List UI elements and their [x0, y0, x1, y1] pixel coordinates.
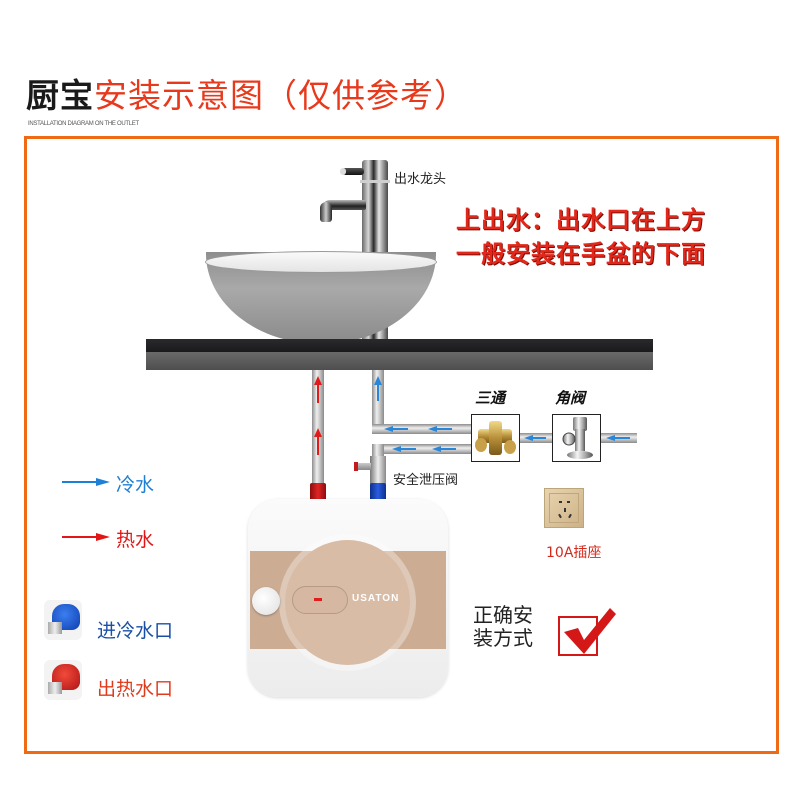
- faucet-ring: [360, 180, 390, 183]
- faucet-spout: [322, 200, 366, 210]
- angle-valve-fitting: [552, 414, 601, 462]
- blue-arrow-head-icon: [96, 478, 110, 486]
- red-outlet-nozzle-icon: [44, 660, 82, 700]
- faucet-handle-tip: [340, 168, 346, 175]
- cold-flow-shaft: [400, 448, 416, 450]
- temperature-knob: [252, 587, 280, 615]
- heater-indicator-light: [314, 598, 322, 601]
- cold-flow-arrow-icon: [428, 426, 437, 432]
- cold-flow-arrow-icon: [374, 376, 382, 385]
- hot-flow-arrow-icon: [314, 428, 322, 437]
- headline-line-1: 上出水：出水口在上方: [456, 206, 706, 234]
- nozzle-fitting: [48, 682, 62, 694]
- hot-water-pipe: [312, 370, 324, 484]
- cold-flow-arrow-icon: [606, 435, 615, 441]
- cold-flow-arrow-icon: [392, 446, 401, 452]
- hot-flow-shaft: [317, 437, 319, 455]
- cold-inlet-connector: [370, 483, 386, 501]
- checkmark-icon: [564, 608, 616, 654]
- legend-label-cold: 冷水: [116, 474, 155, 496]
- cold-inlet-pipe-elbow: [372, 444, 384, 458]
- port-label-cold-inlet: 进冷水口: [97, 620, 174, 642]
- cold-flow-arrow-icon: [524, 435, 533, 441]
- faucet-spout-outlet: [320, 202, 332, 222]
- socket-label: 10A插座: [546, 545, 602, 561]
- faucet-handle: [342, 168, 364, 175]
- correct-install-line-2: 装方式: [473, 626, 533, 650]
- cold-inlet-pipe-lower: [376, 444, 472, 454]
- diagram-frame: [24, 136, 779, 754]
- hot-outlet-connector: [310, 483, 326, 501]
- cold-flow-shaft: [377, 385, 379, 401]
- socket-holes-icon: [558, 501, 572, 519]
- safety-valve-body: [370, 456, 386, 484]
- brass-tee-icon: [475, 421, 516, 455]
- title-main: 安装示意图（仅供参考）: [94, 76, 468, 115]
- blue-arrow-icon: [62, 481, 98, 483]
- port-label-hot-outlet: 出热水口: [97, 678, 174, 700]
- power-socket-face: [549, 493, 579, 523]
- page-title: 厨宝安装示意图（仅供参考）: [26, 76, 468, 116]
- legend-label-hot: 热水: [116, 529, 155, 551]
- safety-valve-tip: [354, 462, 358, 471]
- nozzle-fitting: [48, 622, 62, 634]
- angle-valve-icon: [562, 417, 593, 459]
- basin-rim: [205, 251, 437, 273]
- angle-valve-label: 角阀: [555, 389, 586, 407]
- safety-valve-lever: [355, 463, 371, 470]
- correct-install-line-1: 正确安: [473, 603, 533, 627]
- headline-line-2: 一般安装在手盆的下面: [456, 240, 706, 268]
- safety-valve-label: 安全泄压阀: [393, 473, 459, 488]
- page-subtitle: INSTALLATION DIAGRAM ON THE OUTLET: [28, 121, 139, 127]
- faucet-label: 出水龙头: [394, 172, 447, 187]
- cold-flow-shaft: [392, 428, 408, 430]
- cold-flow-shaft: [614, 437, 630, 439]
- correct-install-label: 正确安 装方式: [473, 604, 533, 650]
- cold-flow-arrow-icon: [384, 426, 393, 432]
- title-brand: 厨宝: [26, 76, 94, 115]
- red-arrow-icon: [62, 536, 98, 538]
- blue-inlet-nozzle-icon: [44, 600, 82, 640]
- cold-flow-shaft: [532, 437, 546, 439]
- red-arrow-head-icon: [96, 533, 110, 541]
- hot-flow-arrow-icon: [314, 376, 322, 385]
- cold-flow-shaft: [436, 428, 452, 430]
- countertop-edge: [146, 352, 653, 370]
- hot-flow-shaft: [317, 385, 319, 403]
- countertop: [146, 339, 653, 352]
- tee-fitting: [471, 414, 520, 462]
- heater-brand: USATON: [352, 593, 400, 604]
- cold-flow-shaft: [440, 448, 456, 450]
- cold-flow-arrow-icon: [432, 446, 441, 452]
- tee-label: 三通: [475, 389, 506, 407]
- cold-supply-pipe-upper: [372, 424, 472, 434]
